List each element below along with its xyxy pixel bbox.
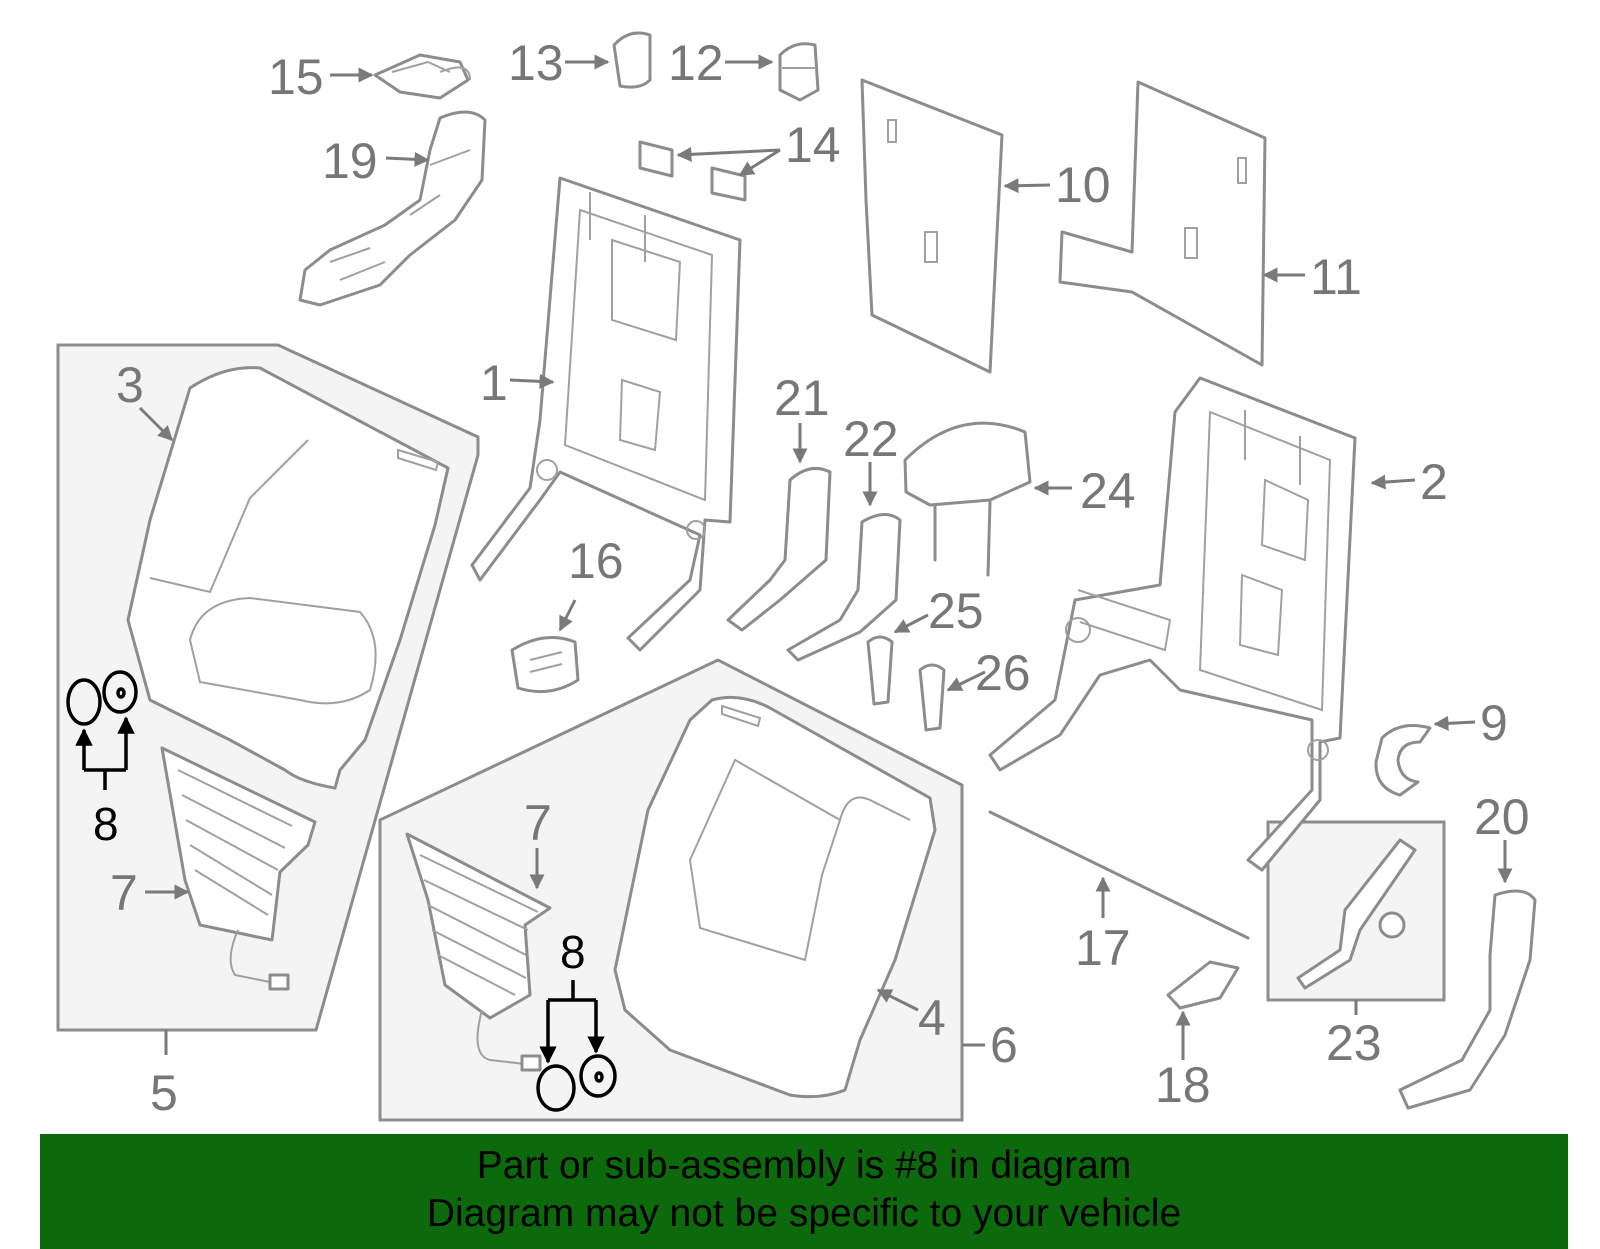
part-8-leaders	[75, 716, 605, 1064]
part-4-seatback-cover	[613, 695, 937, 1099]
callout-8-left: 8	[93, 798, 119, 850]
part-21-trim	[726, 466, 832, 632]
callout-2: 2	[1420, 454, 1448, 510]
callout-15: 15	[268, 49, 324, 105]
part-13-cap	[612, 31, 652, 89]
callout-17: 17	[1075, 920, 1131, 976]
part-18-handle	[1166, 960, 1240, 1010]
part-20-trim	[1398, 889, 1537, 1110]
callout-24: 24	[1080, 463, 1136, 519]
callout-1: 1	[480, 355, 508, 411]
part-8-discs-left[interactable]	[66, 670, 138, 726]
part-26-guide	[918, 663, 946, 732]
part-22-trim	[786, 513, 902, 662]
part-15-bracket	[373, 53, 471, 100]
callout-25: 25	[928, 583, 984, 639]
part-10-panel	[860, 78, 1004, 374]
callout-23: 23	[1326, 1015, 1382, 1071]
callout-9: 9	[1480, 695, 1508, 751]
part-17-rod	[988, 810, 1250, 940]
callout-21: 21	[774, 370, 830, 426]
part-24-headrest	[903, 421, 1032, 577]
callout-19: 19	[322, 133, 378, 189]
banner-line-1: Part or sub-assembly is #8 in diagram	[476, 1144, 1132, 1187]
callout-22: 22	[843, 411, 899, 467]
part-7-heater-mat-left	[160, 746, 317, 991]
callout-7-center: 7	[524, 795, 552, 851]
part-1-frame	[470, 176, 742, 652]
part-9-cover	[1374, 724, 1432, 797]
callout-3: 3	[116, 357, 144, 413]
callout-8-center: 8	[560, 926, 586, 978]
callout-5: 5	[150, 1065, 178, 1121]
callout-12: 12	[668, 35, 724, 91]
part-23-bracket	[1296, 838, 1417, 990]
callout-16: 16	[568, 533, 624, 589]
banner-line-2: Diagram may not be specific to your vehi…	[426, 1192, 1182, 1235]
callout-10: 10	[1055, 157, 1111, 213]
callout-7-left: 7	[110, 865, 138, 921]
part-11-panel	[1058, 80, 1267, 367]
part-3-seatback-cover	[126, 366, 450, 790]
part-2-frame	[988, 376, 1357, 872]
part-25-guide	[866, 635, 894, 706]
leader-lines	[138, 54, 1513, 1060]
callout-13: 13	[508, 35, 564, 91]
info-banner: Part or sub-assembly is #8 in diagram Di…	[40, 1134, 1568, 1249]
callout-4: 4	[918, 990, 946, 1046]
part-14-clips	[638, 140, 747, 202]
callout-26: 26	[975, 645, 1031, 701]
callout-18: 18	[1155, 1057, 1211, 1113]
part-8-discs-center[interactable]	[536, 1054, 617, 1112]
callout-20: 20	[1474, 789, 1530, 845]
part-7-heater-mat-center	[405, 832, 552, 1072]
callout-11: 11	[1310, 249, 1362, 305]
part-12-cap	[778, 42, 820, 102]
part-16-bezel	[510, 636, 580, 694]
callout-6: 6	[990, 1017, 1018, 1073]
part-19-trim	[298, 110, 487, 307]
callout-14: 14	[785, 117, 841, 173]
